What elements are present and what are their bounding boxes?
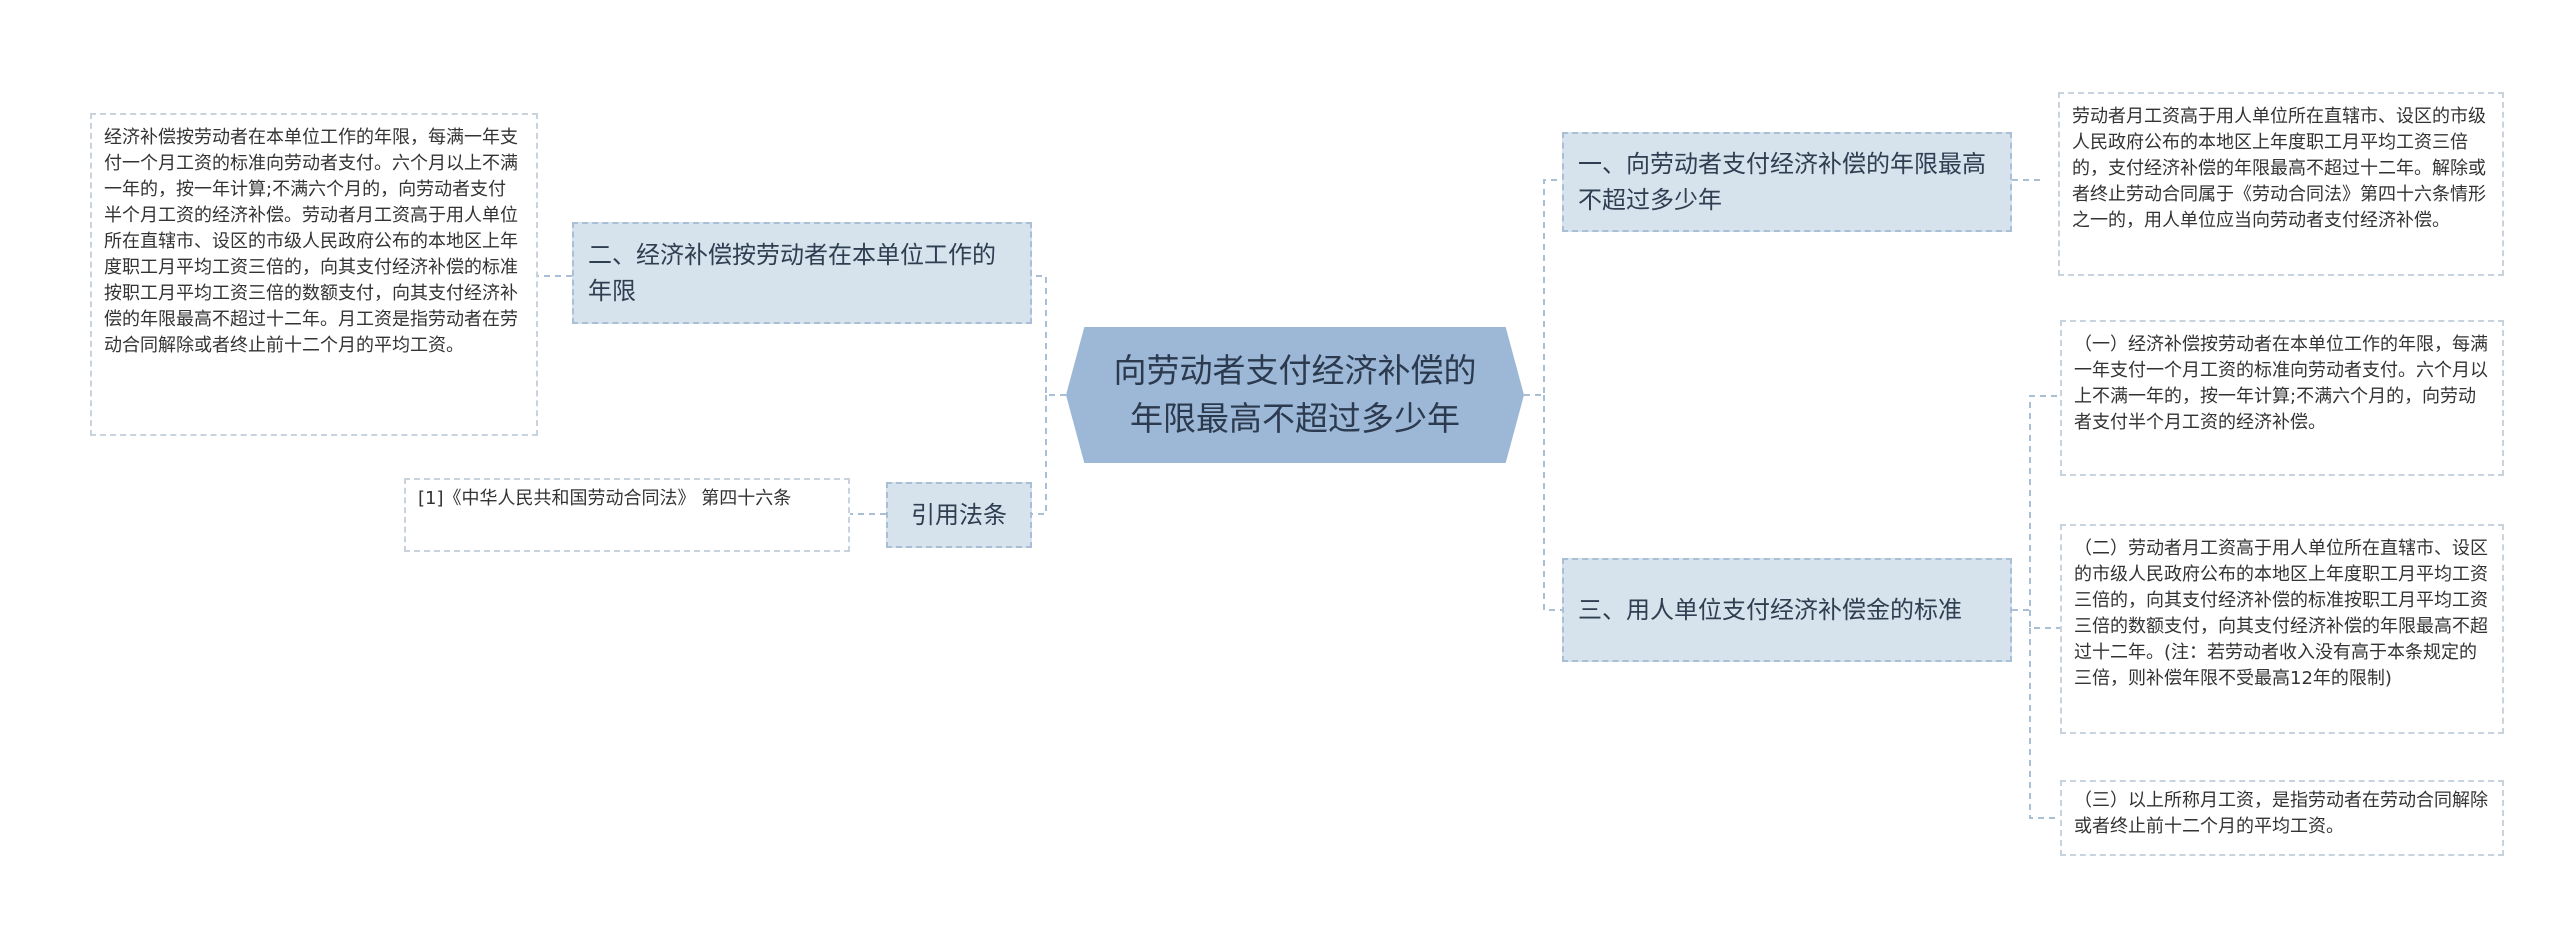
leaf-standard-detail-3[interactable]: （三）以上所称月工资，是指劳动者在劳动合同解除或者终止前十二个月的平均工资。 xyxy=(2060,780,2504,856)
root-topic[interactable]: 向劳动者支付经济补偿的年限最高不超过多少年 xyxy=(1066,327,1524,463)
connector-root-to-max-years xyxy=(1524,179,1562,396)
connector-root-to-law xyxy=(1032,395,1047,515)
leaf-law-detail[interactable]: [1]《中华人民共和国劳动合同法》 第四十六条 xyxy=(404,478,850,552)
branch-max-years-label: 一、向劳动者支付经济补偿的年限最高不超过多少年 xyxy=(1578,150,1986,214)
branch-max-years[interactable]: 一、向劳动者支付经济补偿的年限最高不超过多少年 xyxy=(1562,132,2012,232)
connector-standard-to-detail-3 xyxy=(2029,628,2060,819)
connector-standard-to-detail-2 xyxy=(2029,610,2060,629)
connector-root-to-duration xyxy=(1032,275,1066,396)
connector-root-to-standard xyxy=(1543,395,1562,611)
leaf-standard-detail-2[interactable]: （二）劳动者月工资高于用人单位所在直辖市、设区的市级人民政府公布的本地区上年度职… xyxy=(2060,524,2504,734)
leaf-standard-detail-2-text: （二）劳动者月工资高于用人单位所在直辖市、设区的市级人民政府公布的本地区上年度职… xyxy=(2074,538,2488,689)
branch-law-label: 引用法条 xyxy=(911,501,1007,529)
branch-standard[interactable]: 三、用人单位支付经济补偿金的标准 xyxy=(1562,558,2012,662)
leaf-duration-detail-text: 经济补偿按劳动者在本单位工作的年限，每满一年支付一个月工资的标准向劳动者支付。六… xyxy=(104,127,518,356)
leaf-max-years-detail-text: 劳动者月工资高于用人单位所在直辖市、设区的市级人民政府公布的本地区上年度职工月平… xyxy=(2072,106,2486,231)
leaf-standard-detail-1[interactable]: （一）经济补偿按劳动者在本单位工作的年限，每满一年支付一个月工资的标准向劳动者支… xyxy=(2060,320,2504,476)
leaf-duration-detail[interactable]: 经济补偿按劳动者在本单位工作的年限，每满一年支付一个月工资的标准向劳动者支付。六… xyxy=(90,113,538,436)
leaf-law-detail-text: [1]《中华人民共和国劳动合同法》 第四十六条 xyxy=(418,488,792,509)
leaf-standard-detail-1-text: （一）经济补偿按劳动者在本单位工作的年限，每满一年支付一个月工资的标准向劳动者支… xyxy=(2074,334,2488,433)
branch-standard-label: 三、用人单位支付经济补偿金的标准 xyxy=(1578,596,1962,624)
branch-law[interactable]: 引用法条 xyxy=(886,482,1032,548)
branch-duration-label: 二、经济补偿按劳动者在本单位工作的年限 xyxy=(588,241,996,305)
leaf-standard-detail-3-text: （三）以上所称月工资，是指劳动者在劳动合同解除或者终止前十二个月的平均工资。 xyxy=(2074,790,2488,837)
branch-duration[interactable]: 二、经济补偿按劳动者在本单位工作的年限 xyxy=(572,222,1032,324)
root-topic-text: 向劳动者支付经济补偿的年限最高不超过多少年 xyxy=(1113,351,1477,438)
connector-standard-to-detail-1 xyxy=(2012,395,2060,611)
leaf-max-years-detail[interactable]: 劳动者月工资高于用人单位所在直辖市、设区的市级人民政府公布的本地区上年度职工月平… xyxy=(2058,92,2504,276)
